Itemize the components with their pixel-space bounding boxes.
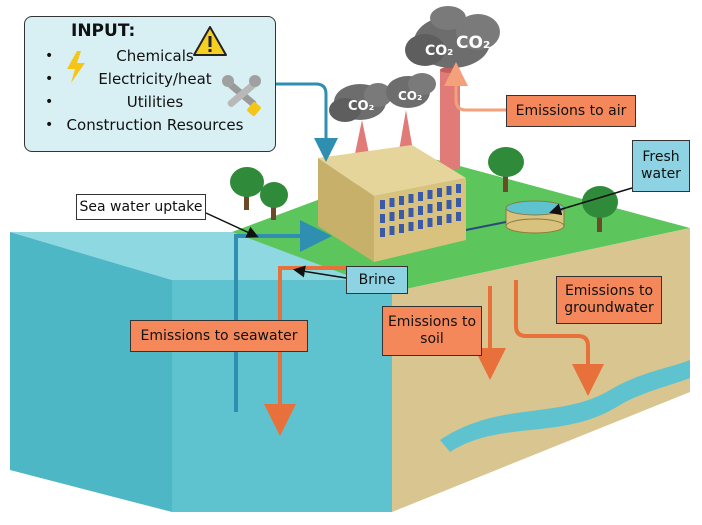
input-item-chemicals: Chemicals <box>45 45 265 68</box>
input-item-electricity: Electricity/heat <box>45 68 265 91</box>
factory-window <box>389 212 395 221</box>
factory-window <box>389 198 395 207</box>
factory-window <box>427 190 433 199</box>
factory-window <box>446 186 452 195</box>
brine-label: Brine <box>346 266 408 294</box>
tree-icon <box>230 147 618 232</box>
factory-window <box>399 196 404 205</box>
factory-window <box>456 212 461 221</box>
factory-window <box>380 214 385 223</box>
factory-window <box>389 226 395 235</box>
emissions-air-label: Emissions to air <box>506 95 636 127</box>
emissions-groundwater-line1: Emissions to <box>564 283 654 299</box>
pointer-brine <box>293 265 347 279</box>
factory-window <box>399 210 404 219</box>
sea-water-uptake-label: Sea water uptake <box>76 194 206 220</box>
factory-window <box>456 184 461 193</box>
factory-window <box>427 218 433 227</box>
factory <box>318 145 466 262</box>
factory-window <box>408 194 414 203</box>
input-list: Chemicals Electricity/heat Utilities Con… <box>45 45 265 137</box>
emissions-groundwater-line2: groundwater <box>564 300 654 316</box>
factory-window <box>437 216 442 225</box>
smoke-cloud <box>329 6 500 122</box>
groundwater-arrow <box>514 280 604 396</box>
factory-window <box>437 202 442 211</box>
fresh-water-tank <box>505 200 565 234</box>
fresh-water-line1: Fresh <box>642 149 680 165</box>
fresh-water-label: Fresh water <box>632 140 690 192</box>
groundwater-stream <box>440 360 690 452</box>
factory-window <box>408 222 414 231</box>
pointer-sea-uptake <box>205 212 259 238</box>
factory-window <box>418 220 423 229</box>
emissions-groundwater-label: Emissions to groundwater <box>556 276 662 324</box>
factory-window <box>456 198 461 207</box>
factory-window <box>380 200 385 209</box>
emissions-soil-line1: Emissions to <box>387 314 477 330</box>
factory-window <box>380 228 385 237</box>
factory-window <box>446 200 452 209</box>
factory-window <box>418 206 423 215</box>
emissions-seawater-label: Emissions to seawater <box>130 320 308 352</box>
factory-window <box>437 188 442 197</box>
input-item-construction: Construction Resources <box>45 114 265 137</box>
input-item-utilities: Utilities <box>45 91 265 114</box>
factory-window <box>408 208 414 217</box>
factory-window <box>418 192 423 201</box>
pointer-fresh-water <box>549 187 633 216</box>
emissions-soil-line2: soil <box>420 331 444 347</box>
factory-window <box>446 214 452 223</box>
seawater-emission-arrow <box>264 266 346 436</box>
co2-label-3: CO₂ <box>425 43 453 59</box>
fresh-water-line2: water <box>641 166 681 182</box>
factory-windows <box>380 184 461 237</box>
sea-front <box>10 232 172 512</box>
input-arrow <box>276 82 338 162</box>
sea-water-arrow <box>234 220 332 412</box>
factory-window <box>399 224 404 233</box>
co2-label-4: CO₂ <box>456 33 490 53</box>
air-arrow <box>444 62 506 112</box>
input-title: INPUT: <box>71 21 136 41</box>
factory-window <box>427 204 433 213</box>
co2-label-1: CO₂ <box>348 99 374 114</box>
input-box: INPUT: Chemicals Electricity/heat Utilit… <box>24 16 276 152</box>
emissions-soil-label: Emissions to soil <box>382 306 482 356</box>
co2-label-2: CO₂ <box>398 89 422 103</box>
